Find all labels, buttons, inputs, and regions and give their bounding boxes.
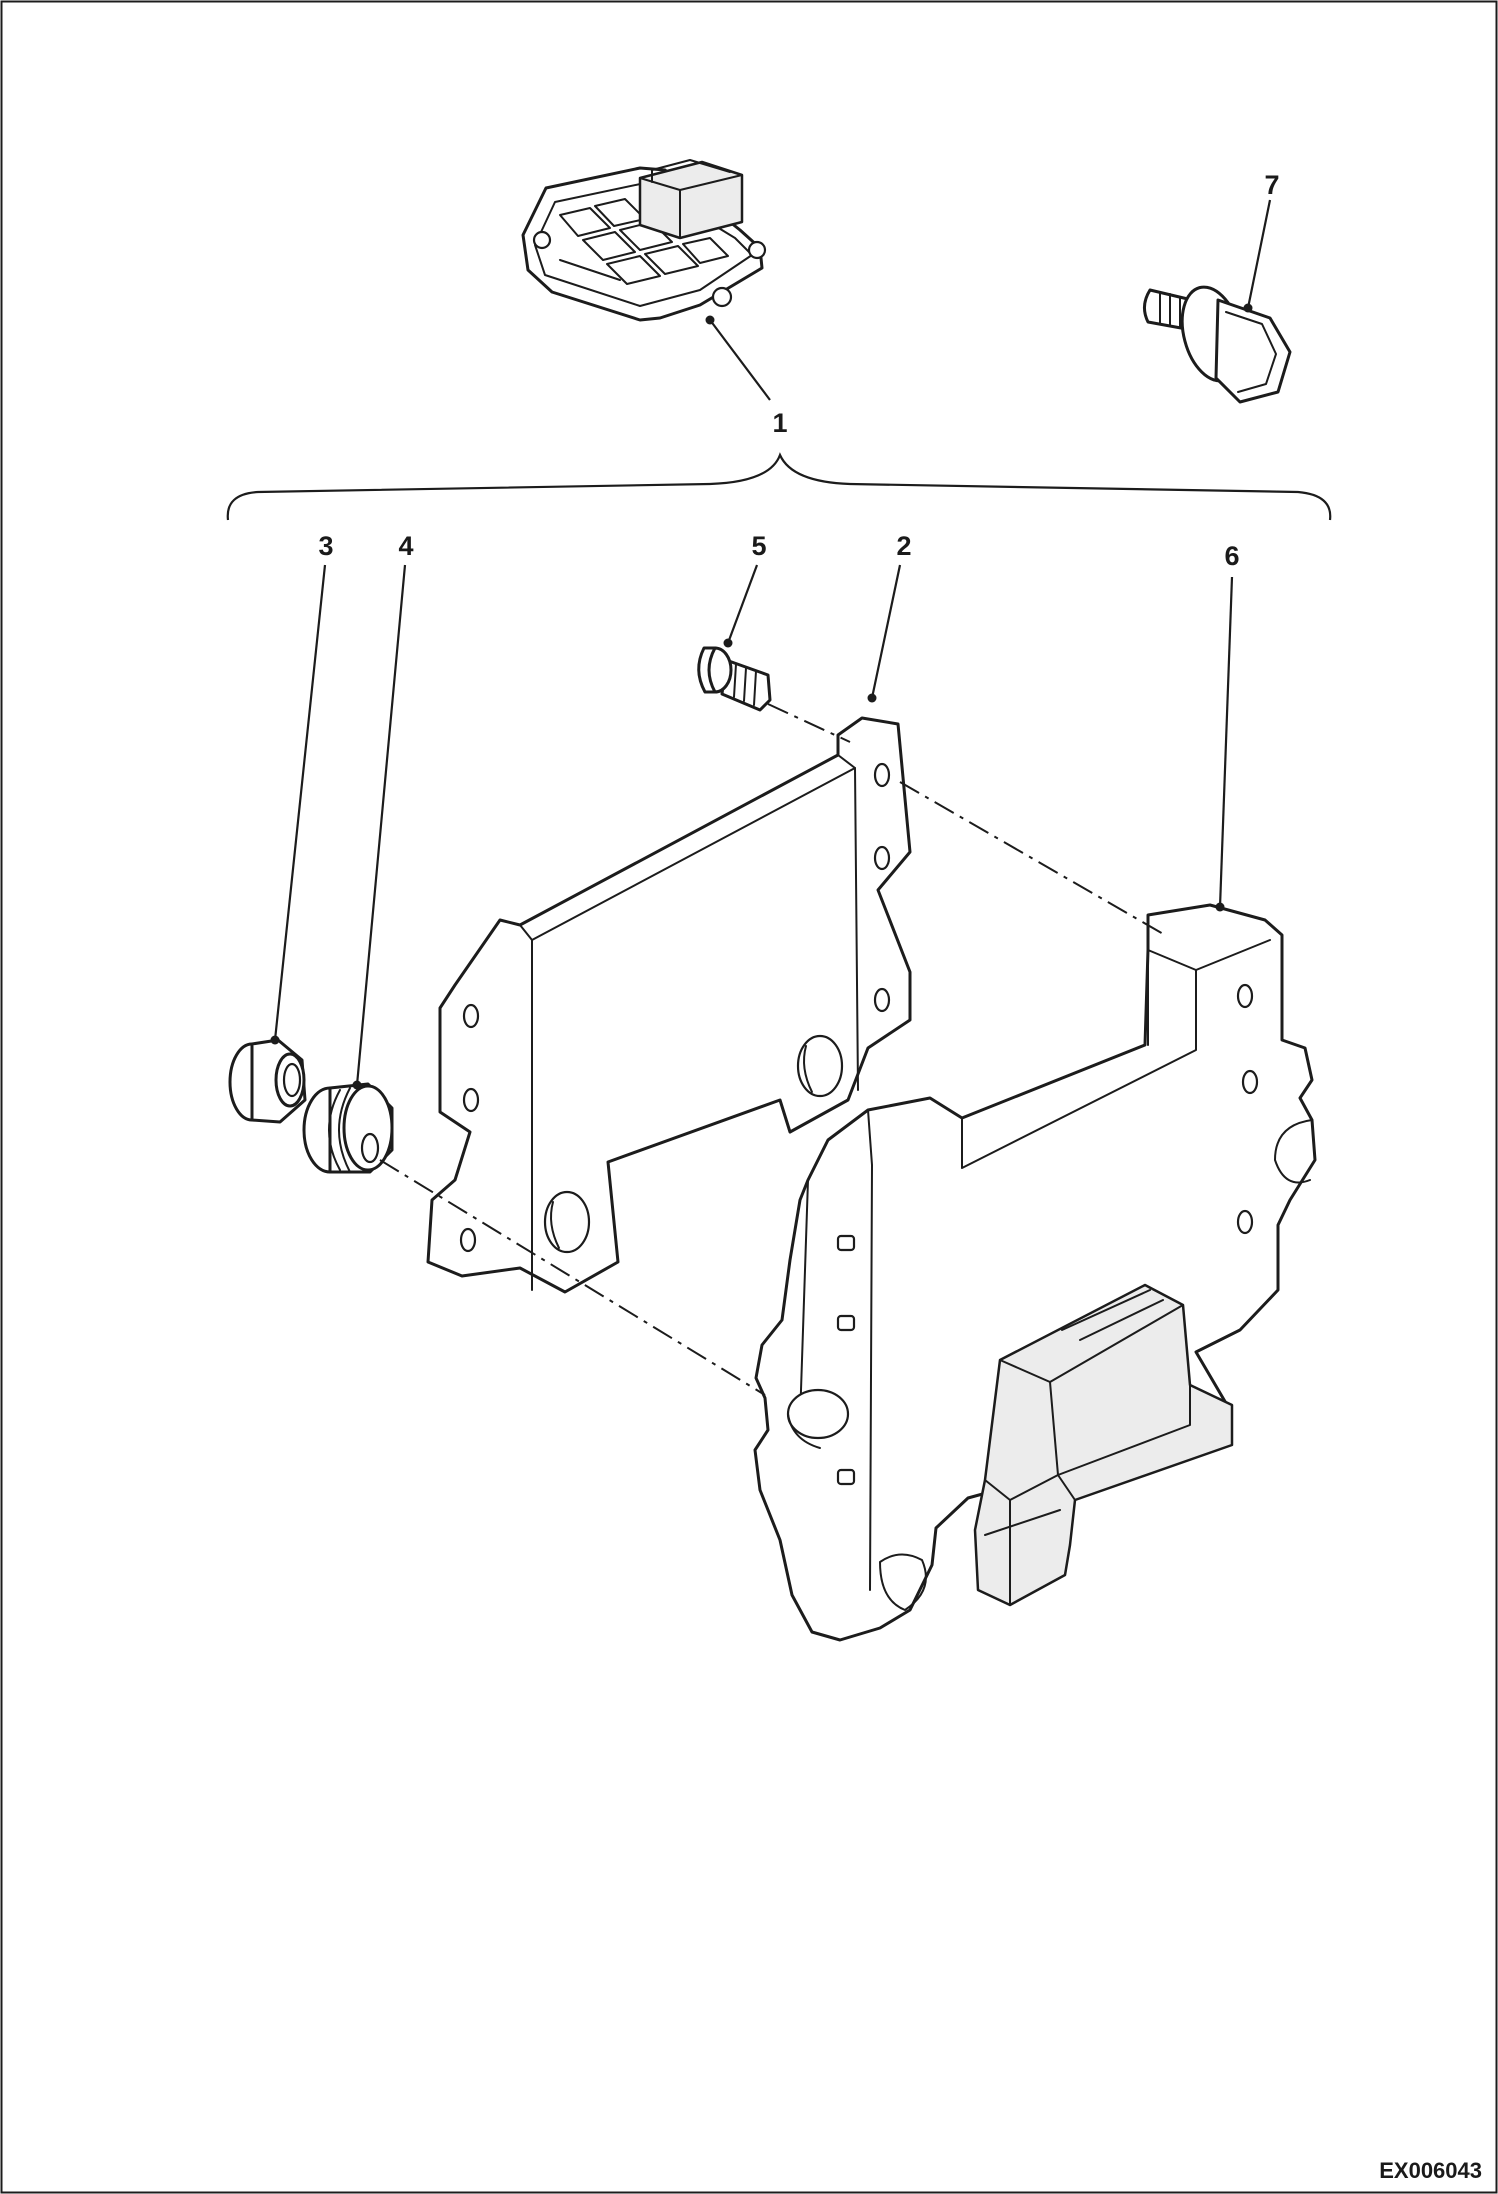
part-6-control-unit [753, 903, 1317, 1642]
callout-2: 2 [896, 531, 911, 561]
part-1-controller-unit [521, 159, 767, 322]
callout-6: 6 [1224, 541, 1239, 571]
part-5-screw [697, 646, 772, 712]
callout-5: 5 [751, 531, 766, 561]
assembly-brace [226, 452, 1332, 521]
part-3-collar-sleeve [228, 1038, 307, 1124]
alignment-line-bracket-ecu [899, 781, 1166, 936]
part-7-flange-bolt [1143, 285, 1292, 404]
callout-1: 1 [772, 408, 787, 438]
callout-4: 4 [398, 531, 413, 561]
callout-3: 3 [318, 531, 333, 561]
callout-7: 7 [1264, 170, 1279, 200]
leader-lines [270, 199, 1272, 1090]
alignment-line-screw [767, 703, 851, 743]
part-4-grommet [302, 1082, 394, 1174]
alignment-line-grommet [379, 1159, 766, 1396]
document-id: EX006043 [1379, 2158, 1482, 2183]
part-2-mounting-bracket [426, 716, 912, 1294]
